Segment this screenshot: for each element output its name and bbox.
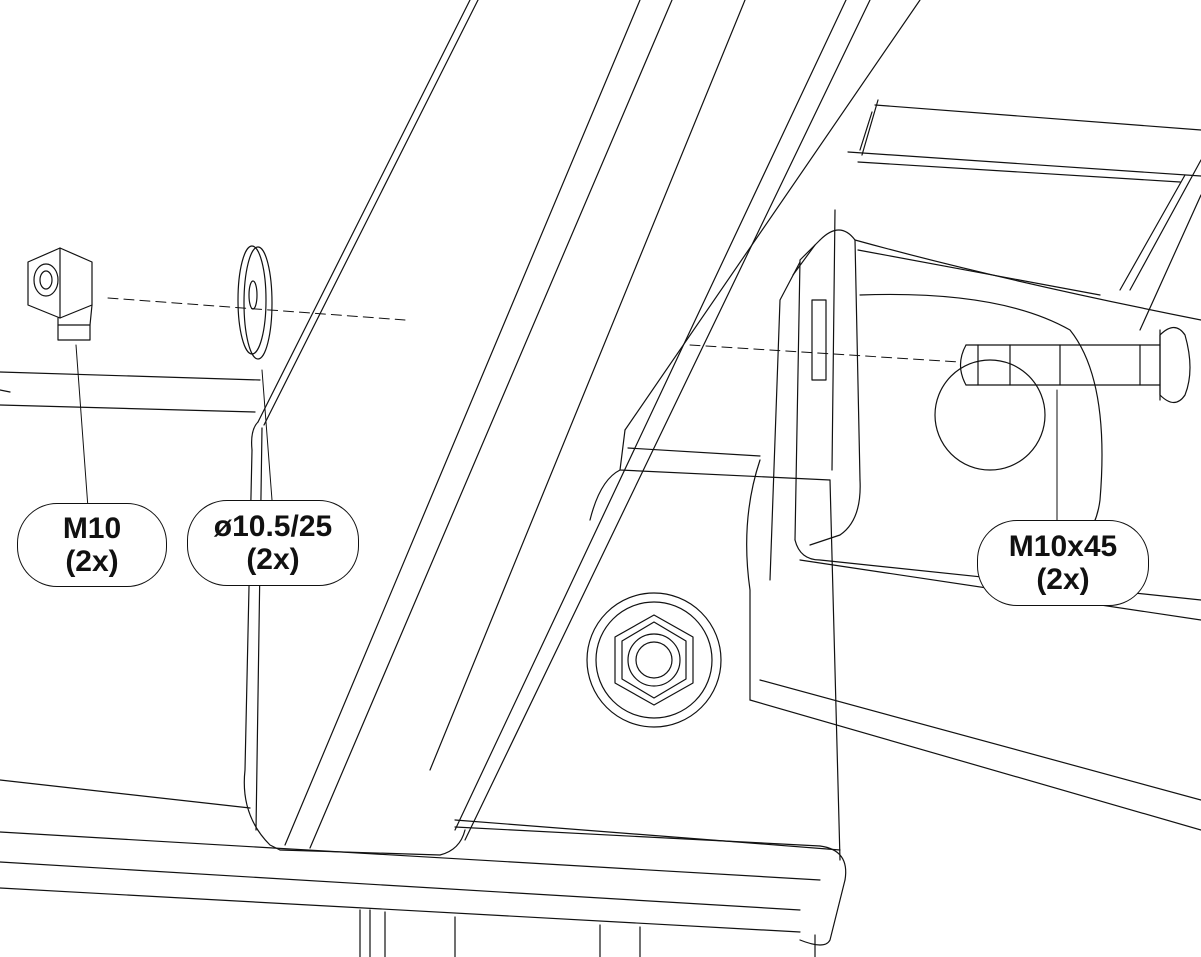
base-frame [0,371,847,957]
nut-callout: M10 (2x) [17,503,167,587]
nut-size: M10 [62,512,122,545]
washer-size: ø10.5/25 [213,510,333,543]
leader-lines [75,344,1058,523]
assembly-axis [107,297,961,363]
washer-icon [237,245,273,360]
nut-qty: (2x) [65,545,119,578]
gusset-plate [589,209,841,861]
bolt-qty: (2x) [1036,563,1090,596]
washer-qty: (2x) [246,543,300,576]
hex-nut-icon [27,247,93,341]
rear-frame-rails [847,99,1201,331]
diagonal-channel-beam [243,0,921,856]
carriage-bolt-icon [959,326,1191,404]
mounted-hex-nut-icon [586,592,722,728]
bolt-callout: M10x45 (2x) [977,520,1149,606]
bolt-size: M10x45 [1008,530,1118,563]
mounting-bracket [746,229,1201,831]
washer-callout: ø10.5/25 (2x) [187,500,359,586]
